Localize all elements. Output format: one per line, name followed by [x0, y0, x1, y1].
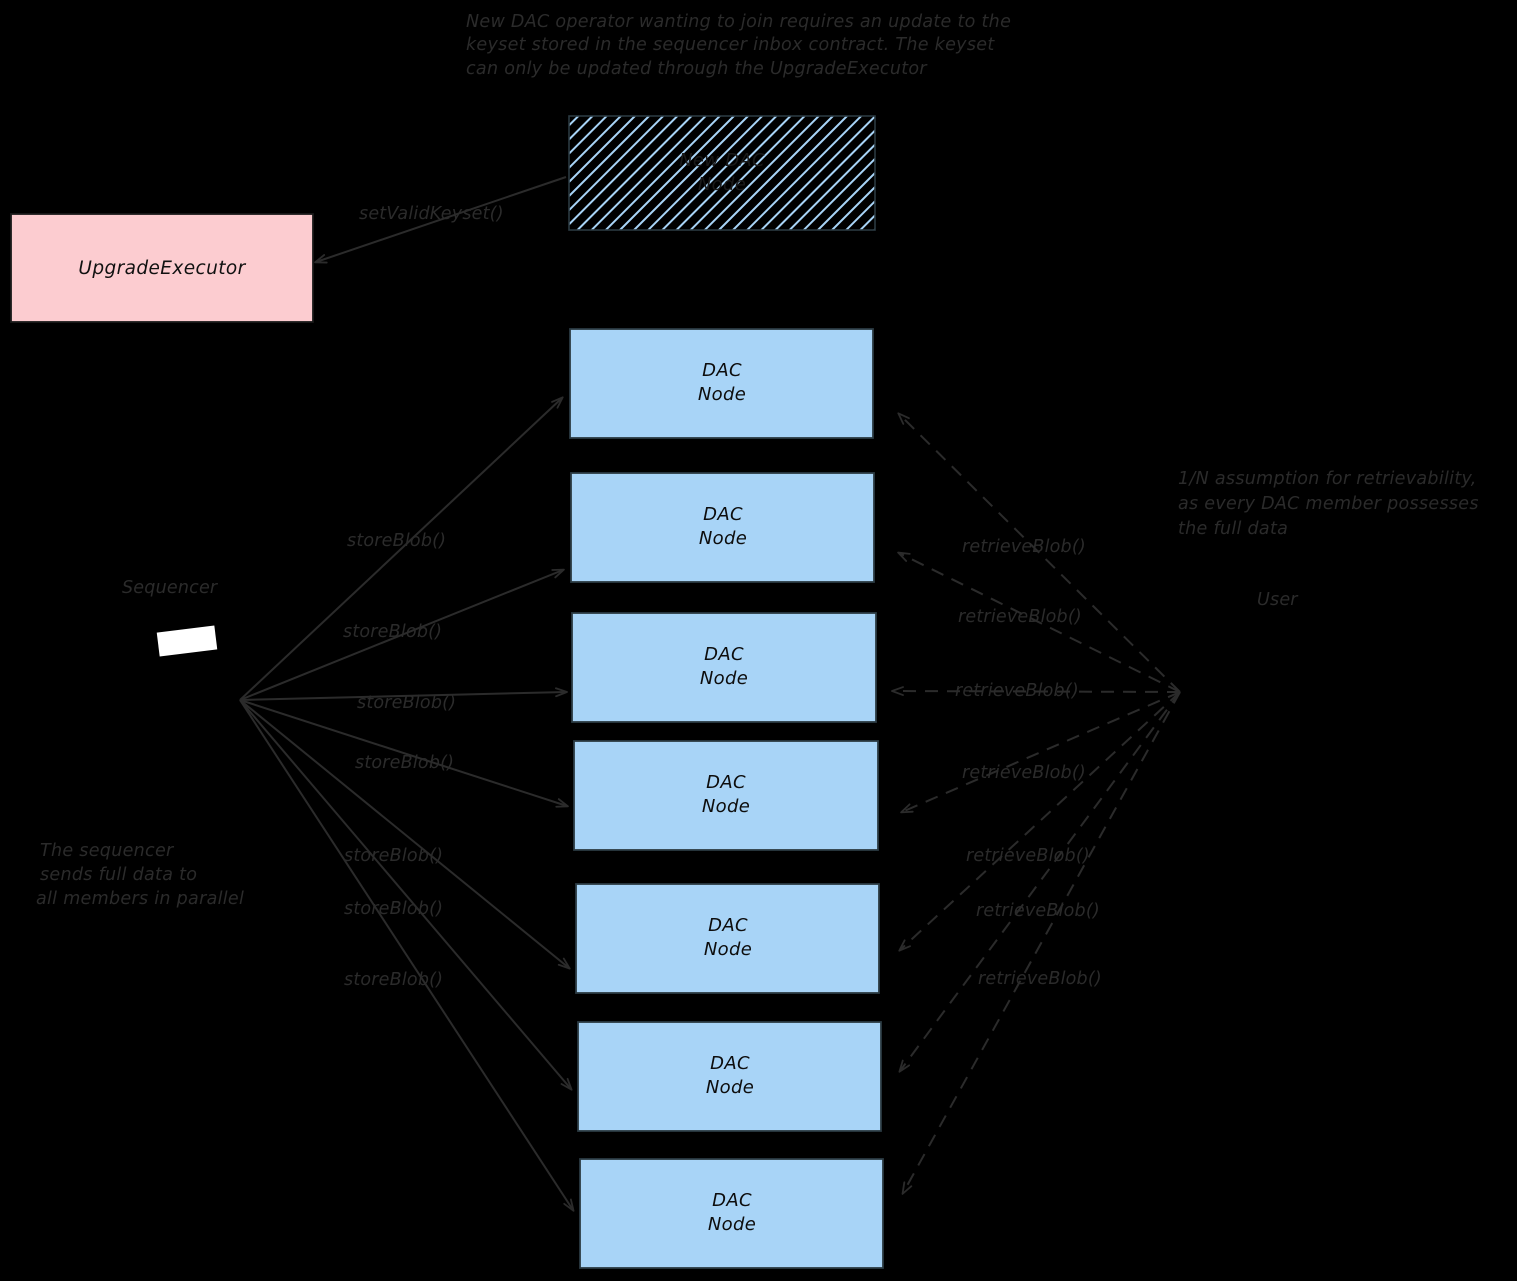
dac-node-3-label-line-2: Node [700, 668, 748, 689]
retrieve-blob-label-1: retrieveBlob() [962, 537, 1086, 557]
dac-node-1-label-line-1: DAC [702, 360, 742, 381]
dac-node-3[interactable]: DAC Node [571, 612, 877, 723]
dac-node-2-label-line-1: DAC [703, 504, 743, 525]
user-label: User [1257, 590, 1299, 610]
set-valid-keyset-edge: setValidKeyset() [314, 176, 567, 264]
store-blob-label-3: storeBlob() [357, 693, 456, 713]
retrieve-blob-label-6: retrieveBlob() [976, 901, 1100, 921]
dac-node-6-label-line-2: Node [706, 1077, 754, 1098]
dac-node-5-label-line-1: DAC [708, 915, 748, 936]
retrieve-blob-label-3: retrieveBlob() [955, 681, 1079, 701]
store-blob-edges: storeBlob() storeBlob() storeBlob() stor… [239, 396, 575, 1212]
store-blob-label-6: storeBlob() [344, 899, 443, 919]
retrieve-blob-label-5: retrieveBlob() [966, 846, 1090, 866]
dac-node-4-label-line-2: Node [702, 796, 750, 817]
sequencer-parallel-note-line-1: The sequencer [40, 841, 175, 861]
dac-node-6-label-line-1: DAC [710, 1053, 750, 1074]
retrieve-blob-edges: retrieveBlob() retrieveBlob() retrieveBl… [891, 412, 1181, 1195]
sequencer-parallel-note-line-2: sends full data to [40, 865, 197, 885]
sequencer-parallel-note: The sequencer sends full data to all mem… [36, 841, 244, 909]
dac-node-7-label-line-1: DAC [712, 1190, 752, 1211]
retrieve-blob-label-2: retrieveBlob() [958, 607, 1082, 627]
store-blob-label-5: storeBlob() [344, 846, 443, 866]
store-blob-label-2: storeBlob() [343, 622, 442, 642]
dac-node-1-label-line-2: Node [698, 384, 746, 405]
retrievability-note-line-2: as every DAC member possesses [1178, 494, 1479, 514]
dac-node-5-label-line-2: Node [704, 939, 752, 960]
store-blob-label-1: storeBlob() [347, 531, 446, 551]
upgrade-executor-label: UpgradeExecutor [78, 258, 246, 279]
dac-node-7-label-line-2: Node [708, 1214, 756, 1235]
new-dac-node-label-line-2: Node [698, 174, 746, 195]
keyset-update-note-line-1: New DAC operator wanting to join require… [466, 12, 1011, 32]
sequencer-icon [156, 625, 218, 657]
dac-node-3-label-line-1: DAC [704, 644, 744, 665]
user-actor[interactable]: User [1257, 590, 1299, 610]
dac-node-7[interactable]: DAC Node [579, 1158, 884, 1269]
retrieve-blob-label-4: retrieveBlob() [962, 763, 1086, 783]
store-blob-label-4: storeBlob() [355, 753, 454, 773]
dac-node-5[interactable]: DAC Node [575, 883, 880, 994]
dac-node-1[interactable]: DAC Node [569, 328, 874, 439]
sequencer-parallel-note-line-3: all members in parallel [36, 889, 244, 909]
store-blob-label-7: storeBlob() [344, 970, 443, 990]
dac-node-2-label-line-2: Node [699, 528, 747, 549]
sequencer-label: Sequencer [122, 578, 219, 598]
dac-node-2[interactable]: DAC Node [570, 472, 875, 583]
retrievability-note-line-1: 1/N assumption for retrievability, [1178, 469, 1477, 489]
retrieve-blob-label-7: retrieveBlob() [978, 969, 1102, 989]
keyset-update-note-line-2: keyset stored in the sequencer inbox con… [466, 35, 995, 55]
new-dac-node-label-line-1: New DAC [679, 150, 765, 171]
keyset-update-note-line-3: can only be updated through the UpgradeE… [466, 59, 928, 79]
sequencer-actor[interactable]: Sequencer [122, 578, 219, 657]
set-valid-keyset-label: setValidKeyset() [359, 204, 504, 224]
upgrade-executor-box[interactable]: UpgradeExecutor [10, 213, 314, 323]
dac-node-6[interactable]: DAC Node [577, 1021, 882, 1132]
keyset-update-note: New DAC operator wanting to join require… [466, 12, 1011, 79]
dac-node-4[interactable]: DAC Node [573, 740, 879, 851]
new-dac-node-box[interactable]: New DAC Node [568, 115, 876, 231]
retrievability-note-line-3: the full data [1178, 519, 1288, 539]
retrievability-assumption-note: 1/N assumption for retrievability, as ev… [1178, 469, 1479, 539]
dac-node-4-label-line-1: DAC [706, 772, 746, 793]
